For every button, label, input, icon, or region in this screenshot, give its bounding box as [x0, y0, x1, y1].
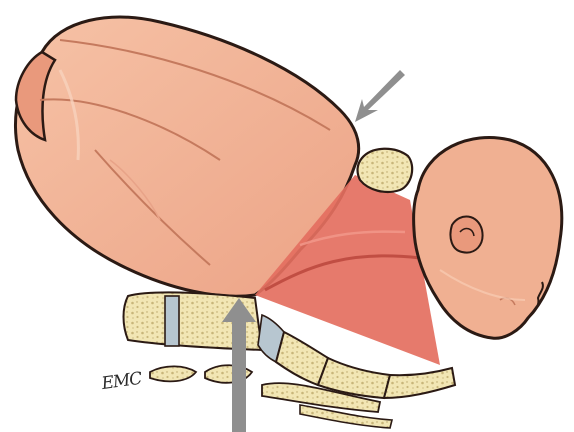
ear-shape	[450, 216, 482, 252]
upward-arrow-shaft	[232, 322, 246, 432]
vertebra-segment-4	[384, 368, 455, 398]
baby-head	[414, 137, 562, 338]
artist-signature: EMC	[99, 369, 143, 395]
cervical-vertebra	[358, 149, 413, 192]
pelvic-bone-1	[150, 366, 196, 381]
downward-pressure-arrow	[355, 70, 405, 122]
intervertebral-disc-1	[165, 296, 179, 346]
cervical-vertebra-shape	[358, 149, 413, 192]
head-shape	[414, 137, 562, 338]
downward-pressure-arrow-icon	[355, 70, 405, 122]
